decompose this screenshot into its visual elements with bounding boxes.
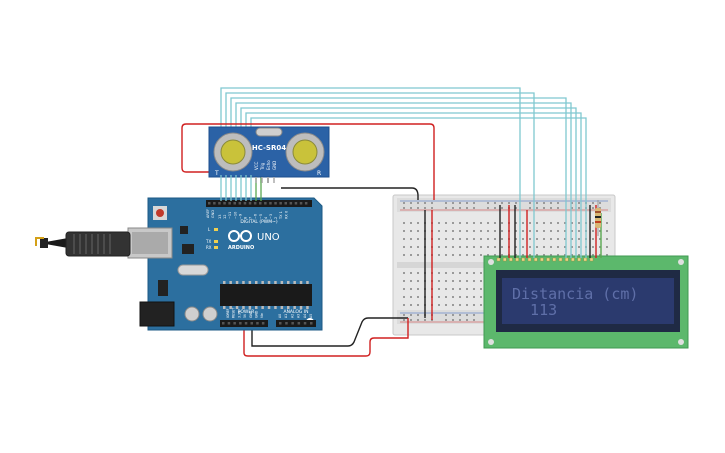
power-pin-label: IOREF	[226, 308, 230, 318]
digital-pin-label: ~5	[259, 214, 263, 219]
arduino-model-label: UNO	[257, 232, 280, 243]
svg-text:GND: GND	[272, 161, 277, 170]
tx-label: TX	[205, 239, 211, 244]
analog-pin-label: A3	[297, 314, 301, 318]
analog-pin-label: A4	[303, 314, 307, 318]
analog-pin-label: A0	[278, 314, 282, 318]
power-pin-label: GND	[249, 310, 253, 318]
analog-label: ANALOG IN	[283, 309, 308, 315]
ultrasonic-sensor[interactable]: HC-SR04 T R VCC Trig Echo GND	[208, 126, 330, 183]
digital-pin-label: 4	[264, 216, 268, 219]
rx-label: RX	[206, 245, 212, 250]
svg-text:Echo: Echo	[266, 160, 271, 170]
digital-header-label: DIGITAL (PWM~)	[240, 219, 278, 225]
analog-pin-label: A1	[284, 314, 288, 318]
power-pin-label: Vin	[260, 313, 264, 318]
arduino-brand-label: ARDUINO	[228, 245, 254, 251]
digital-pin-label: 13	[218, 215, 222, 219]
power-pin-label: 5V	[243, 313, 247, 318]
lcd-pin-header	[496, 257, 594, 262]
arduino-logo-icon	[228, 230, 252, 242]
digital-pin-label: 8	[244, 217, 248, 219]
digital-pin-label: 7	[249, 217, 253, 219]
digital-pin-label: TX 1	[279, 211, 283, 220]
digital-pin-label: RX 0	[284, 211, 288, 219]
digital-pin-label: ~11	[228, 212, 232, 219]
lcd-screen	[502, 278, 674, 324]
power-pin-label: RESET	[232, 308, 236, 318]
power-header[interactable]	[220, 320, 268, 327]
lcd-line-2: 113	[512, 301, 557, 319]
digital-pin-label: ~6	[254, 214, 258, 219]
lcd-module[interactable]: Distancia (cm) 113	[483, 255, 689, 349]
analog-pin-label: A2	[290, 314, 294, 318]
resistor[interactable]	[595, 200, 601, 236]
svg-text:VCC: VCC	[254, 161, 259, 170]
power-pin-label: GND	[255, 310, 259, 318]
power-label: POWER	[238, 309, 255, 315]
digital-pin-label: ~9	[238, 214, 242, 219]
l-led-label: L	[208, 227, 211, 232]
sensor-model-label: HC-SR04	[252, 144, 286, 152]
sensor-pin-labels: VCC Trig Echo GND	[254, 160, 277, 171]
digital-pin-label: ~10	[233, 212, 237, 219]
lcd-line-1: Distancia (cm)	[512, 285, 638, 303]
gnd-label: GND	[211, 210, 215, 218]
digital-pin-label: ~3	[269, 214, 273, 219]
svg-text:Trig: Trig	[260, 162, 265, 171]
usb-cable	[35, 231, 131, 257]
digital-pin-label: 2	[274, 217, 278, 219]
sensor-right-mark: R	[317, 170, 321, 177]
wire-ends	[220, 175, 262, 201]
power-pin-label: 3.3V	[237, 310, 241, 318]
analog-header[interactable]	[276, 320, 316, 327]
digital-pin-label: 12	[223, 215, 227, 219]
sensor-left-mark: T	[214, 170, 219, 177]
analog-pin-label: A5	[309, 314, 313, 318]
aref-label: AREF	[206, 209, 210, 218]
